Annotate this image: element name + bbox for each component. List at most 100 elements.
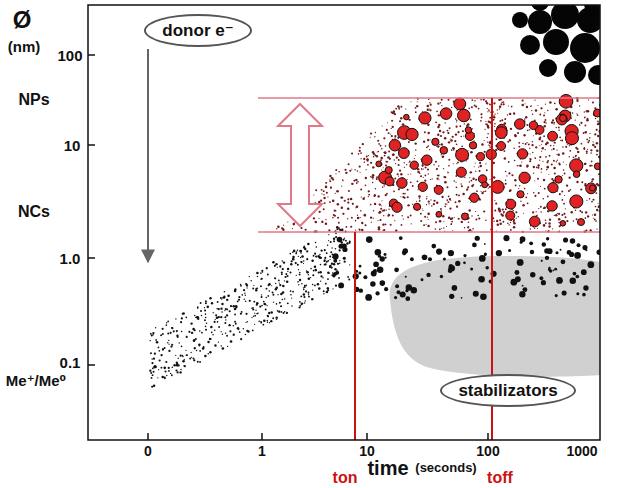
particle-dot (348, 163, 350, 165)
particle-dot (493, 116, 495, 118)
particle-dot (324, 263, 326, 265)
particle-dot (392, 202, 402, 212)
particle-dot (541, 140, 543, 142)
particle-dot (513, 226, 516, 229)
particle-dot (333, 237, 335, 239)
particle-dot (360, 210, 361, 211)
particle-dot (321, 250, 323, 252)
particle-dot (570, 189, 572, 191)
particle-dot (545, 230, 546, 231)
particle-dot (218, 342, 219, 343)
particle-dot (470, 193, 479, 202)
particle-dot (379, 204, 381, 206)
particle-dot (175, 369, 177, 371)
particle-dot (548, 131, 558, 141)
particle-dot (230, 305, 232, 307)
particle-dot (544, 112, 545, 113)
particle-dot (351, 217, 353, 219)
particle-dot (540, 211, 542, 213)
particle-dot (340, 196, 342, 198)
particle-dot (493, 119, 495, 121)
particle-dot (493, 102, 495, 104)
particle-dot (156, 341, 159, 344)
particle-dot (447, 172, 448, 173)
particle-dot (325, 223, 327, 225)
particle-dot (424, 131, 426, 133)
particle-dot (414, 142, 416, 144)
particle-dot (524, 103, 525, 104)
particle-dot (573, 272, 577, 276)
particle-dot (476, 153, 484, 161)
particle-dot (450, 139, 451, 140)
particle-dot (331, 263, 333, 265)
particle-dot (407, 179, 408, 180)
particle-dot (563, 169, 565, 171)
particle-dot (517, 259, 524, 266)
particle-dot (493, 221, 494, 222)
particle-dot (547, 201, 557, 211)
particle-dot (439, 228, 441, 230)
particle-dot (328, 229, 330, 231)
particle-dot (469, 209, 471, 211)
particle-dot (164, 347, 166, 349)
particle-dot (589, 165, 591, 167)
particle-dot (224, 316, 226, 318)
particle-dot (378, 228, 380, 230)
particle-dot (436, 178, 438, 180)
particle-dot (297, 281, 299, 283)
particle-dot (586, 139, 588, 141)
particle-dot (220, 316, 222, 318)
particle-dot (447, 201, 449, 203)
particle-dot (272, 294, 274, 296)
particle-dot (330, 251, 332, 253)
particle-dot (559, 163, 561, 165)
particle-dot (394, 137, 396, 139)
particle-dot (546, 169, 548, 171)
particle-dot (357, 181, 359, 183)
particle-dot (560, 140, 561, 141)
particle-dot (587, 110, 590, 113)
particle-dot (540, 206, 542, 208)
particle-dot (512, 12, 528, 28)
particle-dot (292, 256, 295, 259)
particle-dot (266, 297, 267, 298)
particle-dot (543, 135, 545, 137)
particle-dot (539, 145, 540, 146)
particle-dot (391, 128, 392, 129)
particle-dot (380, 280, 386, 286)
particle-dot (374, 136, 375, 137)
tick-label: 1 (258, 444, 266, 458)
particle-dot (354, 180, 356, 182)
particle-dot (464, 123, 465, 124)
particle-dot (515, 184, 517, 186)
particle-dot (301, 303, 303, 305)
particle-dot (482, 182, 488, 188)
particle-dot (453, 180, 455, 182)
particle-dot (443, 168, 444, 169)
particle-dot (252, 330, 254, 332)
particle-dot (469, 142, 476, 149)
particle-dot (300, 252, 302, 254)
particle-dot (579, 210, 581, 212)
particle-dot (267, 274, 269, 276)
particle-dot (199, 361, 201, 363)
particle-dot (287, 302, 289, 304)
particle-dot (508, 249, 511, 252)
particle-dot (455, 201, 457, 203)
particle-dot (226, 314, 228, 316)
particle-dot (563, 203, 565, 205)
particle-dot (168, 367, 170, 369)
particle-dot (515, 211, 517, 213)
particle-dot (247, 330, 249, 332)
particle-dot (453, 163, 454, 164)
particle-dot (412, 204, 413, 205)
particle-dot (553, 160, 555, 162)
particle-dot (458, 218, 460, 220)
particle-dot (356, 206, 359, 209)
particle-dot (520, 236, 526, 242)
particle-dot (303, 287, 304, 288)
particle-dot (399, 120, 401, 122)
particle-dot (568, 190, 570, 192)
particle-dot (439, 220, 442, 223)
particle-dot (471, 215, 472, 216)
